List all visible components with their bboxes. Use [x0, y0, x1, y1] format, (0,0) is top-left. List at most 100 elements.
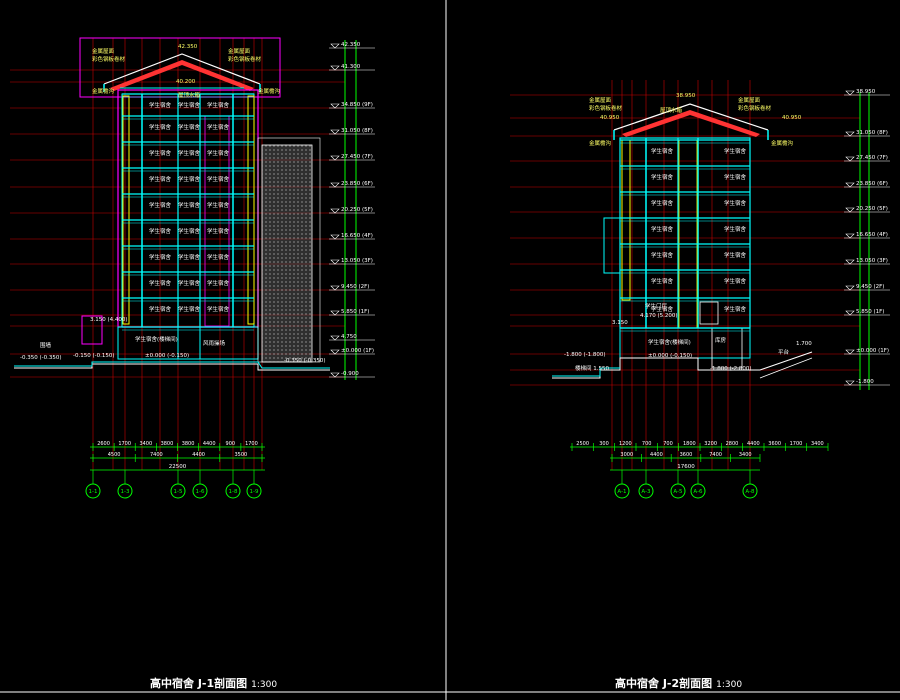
dimension-value: 3800 — [161, 441, 174, 447]
elevation-marker — [330, 234, 340, 240]
room-label: 学生宿舍 — [149, 201, 172, 209]
elevation-label: 27.450 (7F) — [856, 155, 888, 161]
elevation-label: 34.850 (9F) — [341, 102, 373, 108]
room-label: 学生宿舍 — [651, 199, 674, 207]
room-label: 学生宿舍 — [149, 279, 172, 287]
elevation-label: 23.850 (6F) — [856, 181, 888, 187]
elevation-marker — [330, 182, 340, 188]
ground-annotation: -1.800 (-2.800) — [710, 366, 752, 372]
left-annex-block — [257, 137, 321, 363]
axis-label: A-5 — [673, 489, 683, 495]
elevation-marker — [845, 349, 855, 355]
room-label: 学生宿舍 — [724, 147, 747, 155]
dimension-value: 4400 — [203, 441, 216, 447]
room-label: 学生宿舍 — [149, 227, 172, 235]
elevation-marker — [330, 335, 340, 341]
dimension-total: 17600 — [677, 464, 695, 470]
dimension-value: 2600 — [97, 441, 110, 447]
room-label: 学生宿舍 — [178, 201, 201, 209]
room-label: 学生宿舍 — [651, 305, 674, 313]
axis-label: 1-3 — [121, 489, 130, 495]
dimension-value: 7400 — [150, 452, 163, 458]
room-label: 学生宿舍 — [207, 253, 230, 261]
left-floor-slabs — [122, 93, 254, 331]
axis-label: 1-1 — [89, 489, 98, 495]
section-j2-title-text: 高中宿舍 J-2剖面图 — [615, 677, 713, 690]
room-label: 学生宿舍 — [207, 227, 230, 235]
room-label: 学生宿舍 — [149, 175, 172, 183]
dimension-value: 3400 — [739, 452, 752, 458]
roof-annotation: 金属屋面 — [228, 47, 251, 55]
elevation-label: 4.750 — [341, 334, 357, 340]
axis-bubble — [638, 483, 654, 499]
dimension-value: 3400 — [139, 441, 152, 447]
left-ground-line — [14, 315, 330, 371]
room-label: 学生宿舍 — [651, 225, 674, 233]
dimension-value: 1200 — [619, 441, 632, 447]
elevation-marker — [330, 372, 340, 378]
axis-label: A-6 — [693, 489, 703, 495]
right-ground-annotations: -1.800 (-1.800)楼梯间 1.550学生宿舍(楼梯间)±0.000 … — [564, 302, 812, 372]
room-label: 学生宿舍 — [651, 173, 674, 181]
elevation-label: 31.050 (8F) — [341, 128, 373, 134]
left-roof — [103, 53, 261, 92]
axis-bubble — [670, 483, 686, 499]
dimension-value: 4400 — [650, 452, 663, 458]
axis-label: 1-8 — [229, 489, 238, 495]
roof-annotation: 金属屋面 — [92, 47, 115, 55]
elevation-label: 5.850 (1F) — [856, 309, 884, 315]
room-label: 学生宿舍 — [207, 123, 230, 131]
section-j1-scale: 1:300 — [251, 680, 278, 690]
elevation-marker — [330, 103, 340, 109]
elevation-label: 23.850 (6F) — [341, 181, 373, 187]
room-label: 学生宿舍 — [207, 201, 230, 209]
dimension-value: 3000 — [620, 452, 633, 458]
elevation-label: 9.450 (2F) — [856, 284, 884, 290]
elevation-label: 27.450 (7F) — [341, 154, 373, 160]
room-label: 学生宿舍 — [178, 149, 201, 157]
roof-annotation: 金属檐沟 — [771, 139, 794, 147]
room-label: 学生宿舍 — [149, 253, 172, 261]
axis-bubble — [690, 483, 706, 499]
ground-annotation: -0.350 (-0.350) — [20, 355, 62, 361]
ground-annotation: 围墙 — [40, 341, 52, 349]
dimension-value: 1700 — [790, 441, 803, 447]
ground-annotation: 风雨操场 — [203, 339, 226, 347]
elevation-marker — [330, 129, 340, 135]
elevation-marker — [330, 155, 340, 161]
axis-bubble — [246, 483, 262, 499]
room-label: 学生宿舍 — [207, 279, 230, 287]
dimension-value: 4500 — [108, 452, 121, 458]
elevation-label: 20.250 (5F) — [341, 207, 373, 213]
roof-annotation: 40.950 — [782, 115, 802, 121]
dimension-value: 2500 — [576, 441, 589, 447]
room-label: 学生宿舍 — [178, 305, 201, 313]
elevation-label: -0.900 — [341, 371, 359, 377]
room-label: 学生宿舍 — [178, 175, 201, 183]
section-j2-drawing: 学生宿舍学生宿舍学生宿舍学生宿舍学生宿舍学生宿舍学生宿舍学生宿舍学生宿舍学生宿舍… — [510, 80, 890, 499]
elevation-label: 42.350 — [341, 42, 361, 48]
room-label: 学生宿舍 — [178, 123, 201, 131]
elevation-marker — [845, 233, 855, 239]
ground-annotation: -0.150 (-0.150) — [73, 353, 115, 359]
axis-bubble — [85, 483, 101, 499]
right-ground-line — [552, 351, 813, 379]
ground-annotation: ±0.000 (-0.150) — [145, 353, 189, 359]
axis-label: 1-9 — [250, 489, 259, 495]
room-label: 学生宿舍 — [149, 149, 172, 157]
right-room-labels: 学生宿舍学生宿舍学生宿舍学生宿舍学生宿舍学生宿舍学生宿舍学生宿舍学生宿舍学生宿舍… — [651, 147, 747, 313]
ground-annotation: 3.150 — [612, 320, 628, 326]
ground-annotation: 4.170 (5.200) — [640, 313, 678, 319]
ground-annotation: 库房 — [715, 336, 727, 344]
left-roof-frame — [79, 37, 281, 98]
room-label: 学生宿舍 — [207, 101, 230, 109]
dimension-value: 300 — [599, 441, 609, 447]
room-label: 学生宿舍 — [724, 277, 747, 285]
elevation-label: 31.050 (8F) — [856, 130, 888, 136]
roof-annotation: 彩色钢板卷材 — [738, 104, 772, 112]
dimension-value: 7400 — [709, 452, 722, 458]
room-label: 学生宿舍 — [178, 101, 201, 109]
